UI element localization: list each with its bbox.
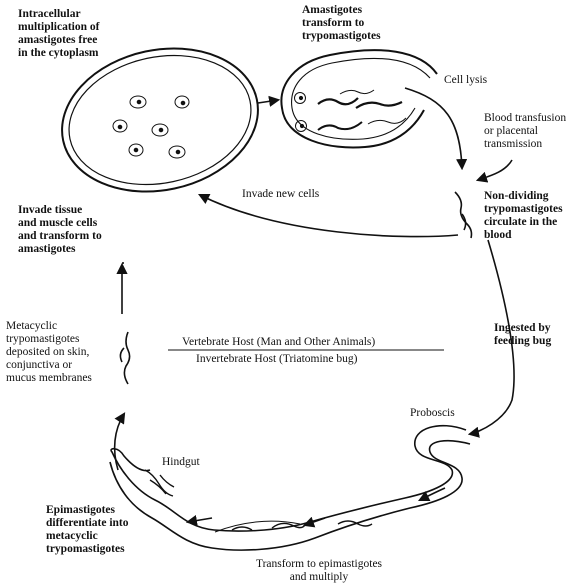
label-non-dividing-trypomastigotes: Non-dividing trypomastigotes circulate i… (484, 190, 563, 242)
label-invade-tissue: Invade tissue and muscle cells and trans… (18, 204, 102, 256)
label-cell-lysis: Cell lysis (444, 74, 487, 87)
metacyclic-trypomastigote-icon (120, 332, 129, 384)
label-proboscis: Proboscis (410, 407, 455, 420)
label-metacyclic-trypomastigotes: Metacyclic trypomastigotes deposited on … (6, 320, 92, 385)
label-amastigotes-transform: Amastigotes transform to trypomastigotes (302, 4, 381, 43)
label-ingested-by-bug: Ingested by feeding bug (494, 322, 551, 348)
label-transform-to-epimastigotes: Transform to epimastigotes and multiply (226, 558, 412, 584)
label-vertebrate-host: Vertebrate Host (Man and Other Animals) (182, 336, 375, 349)
label-hindgut: Hindgut (162, 456, 200, 469)
lysing-cell-trypomastigotes (281, 50, 437, 147)
label-invade-new-cells: Invade new cells (242, 188, 319, 201)
label-intracellular-multiplication: Intracellular multiplication of amastigo… (18, 8, 99, 60)
label-epimastigotes-differentiate: Epimastigotes differentiate into metacyc… (46, 504, 129, 556)
gut-parasites (145, 470, 372, 530)
bug-gut (110, 426, 470, 550)
label-invertebrate-host: Invertebrate Host (Triatomine bug) (196, 353, 358, 366)
blood-trypomastigote-icon (455, 192, 472, 238)
amastigote-icon (113, 96, 189, 158)
label-blood-transfusion: Blood transfusion or placental transmiss… (484, 112, 566, 151)
